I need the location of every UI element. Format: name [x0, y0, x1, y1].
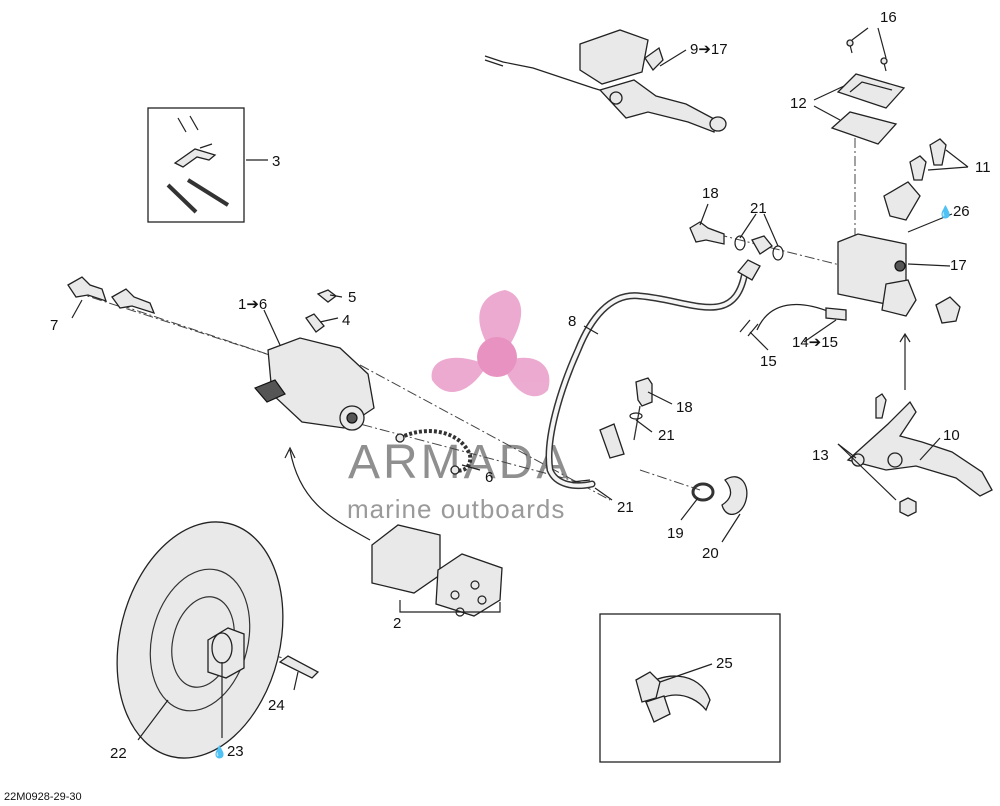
brake-lever [846, 332, 993, 517]
banjo-bolt-lower [629, 377, 653, 441]
callout-4: 4 [342, 312, 350, 329]
callout-25: 25 [716, 655, 733, 672]
brake-light-switch-wire [739, 303, 847, 337]
leader-lines [71, 27, 969, 741]
callout-10: 10 [943, 427, 960, 444]
callout-21-upper: 21 [750, 200, 767, 217]
callout-22: 22 [110, 745, 127, 762]
pins-kit-box [147, 107, 245, 223]
callout-11: 11 [975, 159, 991, 176]
callout-3: 3 [272, 153, 280, 170]
callout-23-number: 23 [227, 743, 244, 760]
callout-21-lower: 21 [658, 427, 675, 444]
hose-clip-detail-box [599, 613, 781, 763]
brake-disc [116, 521, 320, 759]
callout-13: 13 [812, 447, 829, 464]
callout-26: 💧26 [938, 203, 970, 220]
callout-21-chain: 21 [617, 499, 634, 516]
callout-18-upper: 18 [702, 185, 719, 202]
diagram-code: 22M0928-29-30 [4, 791, 82, 803]
assembly-arrows [284, 446, 371, 541]
callout-17: 17 [950, 257, 967, 274]
watermark-title: ARMADA [348, 436, 571, 489]
callout-14-to-15: 14➔15 [792, 334, 838, 351]
caliper-chain [395, 429, 473, 475]
brake-pads [371, 524, 503, 617]
oil-drop-icon: 💧 [212, 745, 227, 759]
callout-5: 5 [348, 289, 356, 306]
callout-23: 💧23 [212, 743, 244, 760]
callout-7: 7 [50, 317, 58, 334]
callout-26-number: 26 [953, 203, 970, 220]
oil-drop-icon: 💧 [938, 205, 953, 219]
armada-watermark: ARMADA marine outboards [347, 290, 571, 524]
part-callouts: 16 9➔17 12 11 3 18 21 💧26 17 5 1➔6 4 7 8… [4, 9, 991, 803]
callout-16: 16 [880, 9, 897, 26]
callout-1-to-6: 1➔6 [238, 296, 267, 313]
banjo-bolt-upper [689, 221, 784, 261]
callout-19: 19 [667, 525, 684, 542]
hose-clamp [691, 482, 715, 502]
callout-8: 8 [568, 313, 576, 330]
callout-2: 2 [393, 615, 401, 632]
master-cylinder-upper [484, 29, 727, 133]
brake-hose [545, 259, 761, 490]
propeller-logo [431, 290, 550, 397]
hose-clip [721, 476, 748, 515]
watermark-subtitle: marine outboards [347, 494, 565, 524]
master-cylinder-lower [837, 138, 961, 324]
callout-12: 12 [790, 95, 807, 112]
brake-caliper [253, 289, 375, 431]
callout-20: 20 [702, 545, 719, 562]
callout-6: 6 [485, 469, 493, 486]
reservoir-cover [830, 39, 906, 145]
callout-15: 15 [760, 353, 777, 370]
callout-9-to-17: 9➔17 [690, 41, 728, 58]
caliper-bolts [67, 276, 156, 315]
callout-18-lower: 18 [676, 399, 693, 416]
callout-24: 24 [268, 697, 285, 714]
